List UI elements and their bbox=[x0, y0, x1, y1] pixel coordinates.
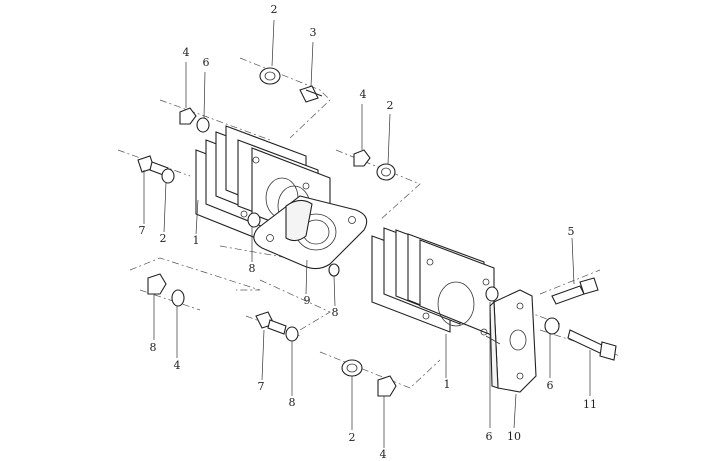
callout-9: 9 bbox=[304, 294, 311, 307]
callout-6-far: 6 bbox=[547, 379, 554, 392]
bracket bbox=[485, 289, 537, 393]
callouts: 2 3 4 6 4 2 7 2 1 8 9 8 8 4 7 8 2 4 1 6 … bbox=[139, 3, 598, 461]
callout-4-mid: 4 bbox=[360, 88, 367, 101]
callout-2-left: 2 bbox=[160, 232, 167, 245]
flange-gasket bbox=[253, 195, 368, 270]
callout-8-mid: 8 bbox=[332, 306, 339, 319]
plate-stack-right bbox=[371, 227, 495, 337]
assembly-centerlines bbox=[117, 57, 621, 389]
fasteners bbox=[137, 67, 617, 397]
callout-8-bot: 8 bbox=[289, 396, 296, 409]
callout-4-bl: 4 bbox=[174, 359, 181, 372]
leader-lines bbox=[143, 19, 591, 448]
callout-4-left: 4 bbox=[183, 46, 190, 59]
callout-8-bl: 8 bbox=[150, 341, 157, 354]
callout-5: 5 bbox=[568, 225, 575, 238]
callout-4-bot: 4 bbox=[380, 448, 387, 461]
callout-2-bot: 2 bbox=[349, 431, 356, 444]
callout-1-left: 1 bbox=[193, 234, 200, 247]
callout-6-right: 6 bbox=[486, 430, 493, 443]
callout-2-mid: 2 bbox=[387, 99, 394, 112]
callout-6-left: 6 bbox=[203, 56, 210, 69]
callout-10: 10 bbox=[507, 430, 521, 443]
callout-1-right: 1 bbox=[444, 378, 451, 391]
callout-7-left: 7 bbox=[139, 224, 146, 237]
callout-7-bot: 7 bbox=[258, 380, 265, 393]
callout-8-left: 8 bbox=[249, 262, 256, 275]
callout-2-top: 2 bbox=[271, 3, 278, 16]
callout-11: 11 bbox=[583, 398, 597, 411]
callout-3-top: 3 bbox=[310, 26, 317, 39]
